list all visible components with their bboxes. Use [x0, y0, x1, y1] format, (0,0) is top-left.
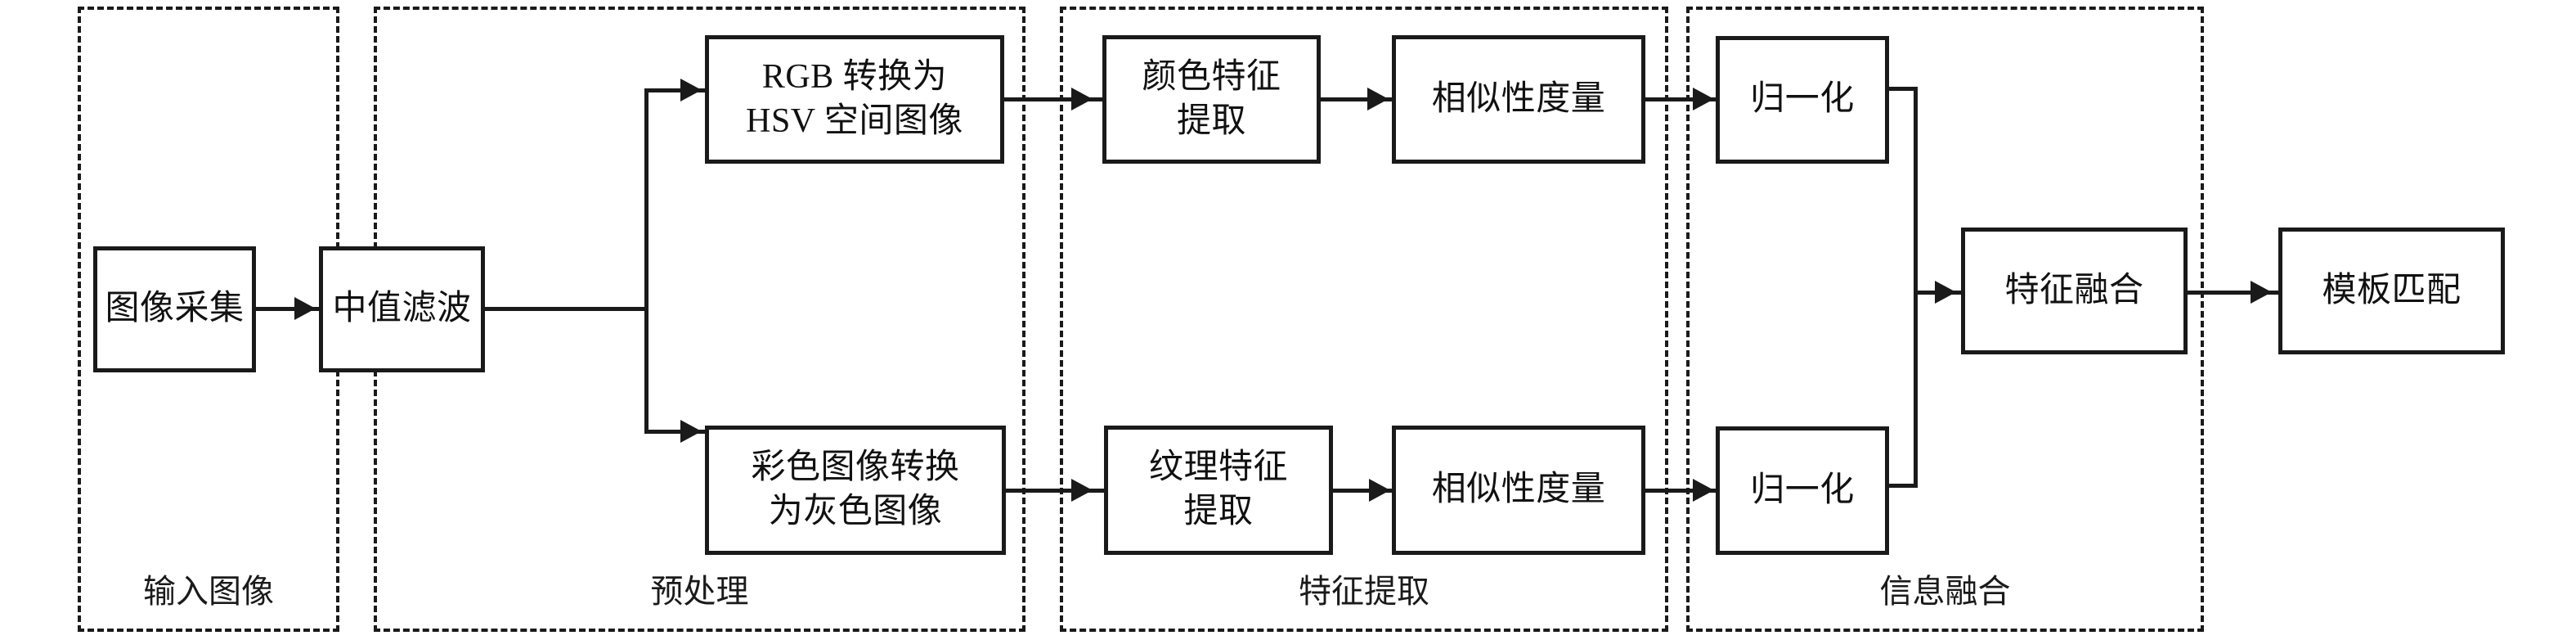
- arrowhead-similaritybottom-to-normalizebottom: [1693, 479, 1714, 502]
- node-color-feature-extraction[interactable]: 颜色特征 提取: [1102, 35, 1321, 164]
- node-median-filter[interactable]: 中值滤波: [319, 246, 485, 372]
- node-label-rgb-to-hsv: RGB 转换为 HSV 空间图像: [746, 57, 963, 140]
- connector-normalizebottom-to-merge: [1889, 484, 1918, 488]
- node-normalization-top[interactable]: 归一化: [1716, 36, 1889, 164]
- arrowhead-colorgray-to-texturefeature: [1071, 479, 1093, 502]
- group-label-information-fusion: 信息融合: [1879, 573, 2011, 610]
- connector-similaritybottom-to-normalizebottom: [1645, 489, 1719, 493]
- connector-fusion-to-template: [2188, 291, 2282, 295]
- node-rgb-to-hsv[interactable]: RGB 转换为 HSV 空间图像: [705, 35, 1004, 164]
- node-label-feature-fusion: 特征融合: [2004, 271, 2144, 309]
- arrowhead-texturefeature-to-similaritybottom: [1369, 479, 1390, 502]
- node-template-matching[interactable]: 模板匹配: [2278, 228, 2505, 354]
- arrowhead-fusion-to-template: [2251, 281, 2272, 304]
- connector-similaritytop-to-normalizetop: [1645, 97, 1719, 101]
- node-label-median-filter: 中值滤波: [332, 290, 472, 328]
- node-similarity-measure-top[interactable]: 相似性度量: [1392, 35, 1645, 164]
- node-label-texture-feature-extraction: 纹理特征 提取: [1148, 448, 1288, 530]
- node-label-color-to-gray: 彩色图像转换 为灰色图像: [751, 448, 960, 530]
- connector-normalizetop-to-merge: [1889, 87, 1918, 91]
- node-label-image-acquisition: 图像采集: [105, 290, 245, 328]
- connector-merge-vertical: [1914, 87, 1918, 488]
- arrowhead-rgbhsv-to-colorfeature: [1071, 88, 1093, 110]
- connector-branch-to-colorgray: [644, 430, 708, 434]
- node-similarity-measure-bottom[interactable]: 相似性度量: [1392, 426, 1645, 555]
- node-texture-feature-extraction[interactable]: 纹理特征 提取: [1104, 426, 1333, 555]
- connector-median-to-branch: [485, 307, 648, 311]
- connector-rgbhsv-to-colorfeature: [1004, 97, 1102, 101]
- node-label-similarity-measure-top: 相似性度量: [1431, 79, 1606, 118]
- arrowhead-branch-to-colorgray: [680, 420, 702, 443]
- connector-branch-to-rgbhsv: [644, 88, 708, 92]
- group-information-fusion: [1686, 7, 2204, 632]
- node-label-color-feature-extraction: 颜色特征 提取: [1142, 57, 1281, 140]
- node-label-normalization-bottom: 归一化: [1750, 471, 1855, 509]
- arrowhead-merge-to-fusion: [1935, 281, 1956, 304]
- group-feature-extraction: [1060, 7, 1668, 632]
- arrowhead-similaritytop-to-normalizetop: [1693, 88, 1714, 110]
- node-image-acquisition[interactable]: 图像采集: [93, 246, 256, 372]
- node-normalization-bottom[interactable]: 归一化: [1716, 426, 1889, 555]
- arrowhead-branch-to-rgbhsv: [680, 79, 702, 101]
- node-label-template-matching: 模板匹配: [2322, 271, 2462, 309]
- connector-branch-vertical: [644, 90, 648, 434]
- group-label-feature-extraction: 特征提取: [1299, 573, 1429, 610]
- arrowhead-colorfeature-to-similaritytop: [1367, 88, 1389, 110]
- arrowhead-acquire-to-median: [294, 297, 316, 320]
- node-label-similarity-measure-bottom: 相似性度量: [1431, 471, 1606, 509]
- node-feature-fusion[interactable]: 特征融合: [1961, 228, 2188, 354]
- connector-texturefeature-to-similaritybottom: [1333, 489, 1397, 493]
- group-label-input-images: 输入图像: [143, 573, 274, 610]
- connector-colorgray-to-texturefeature: [1006, 489, 1104, 493]
- connector-colorfeature-to-similaritytop: [1321, 97, 1394, 101]
- group-label-preprocessing: 预处理: [650, 573, 749, 610]
- node-color-to-gray[interactable]: 彩色图像转换 为灰色图像: [705, 426, 1006, 555]
- node-label-normalization-top: 归一化: [1750, 80, 1855, 119]
